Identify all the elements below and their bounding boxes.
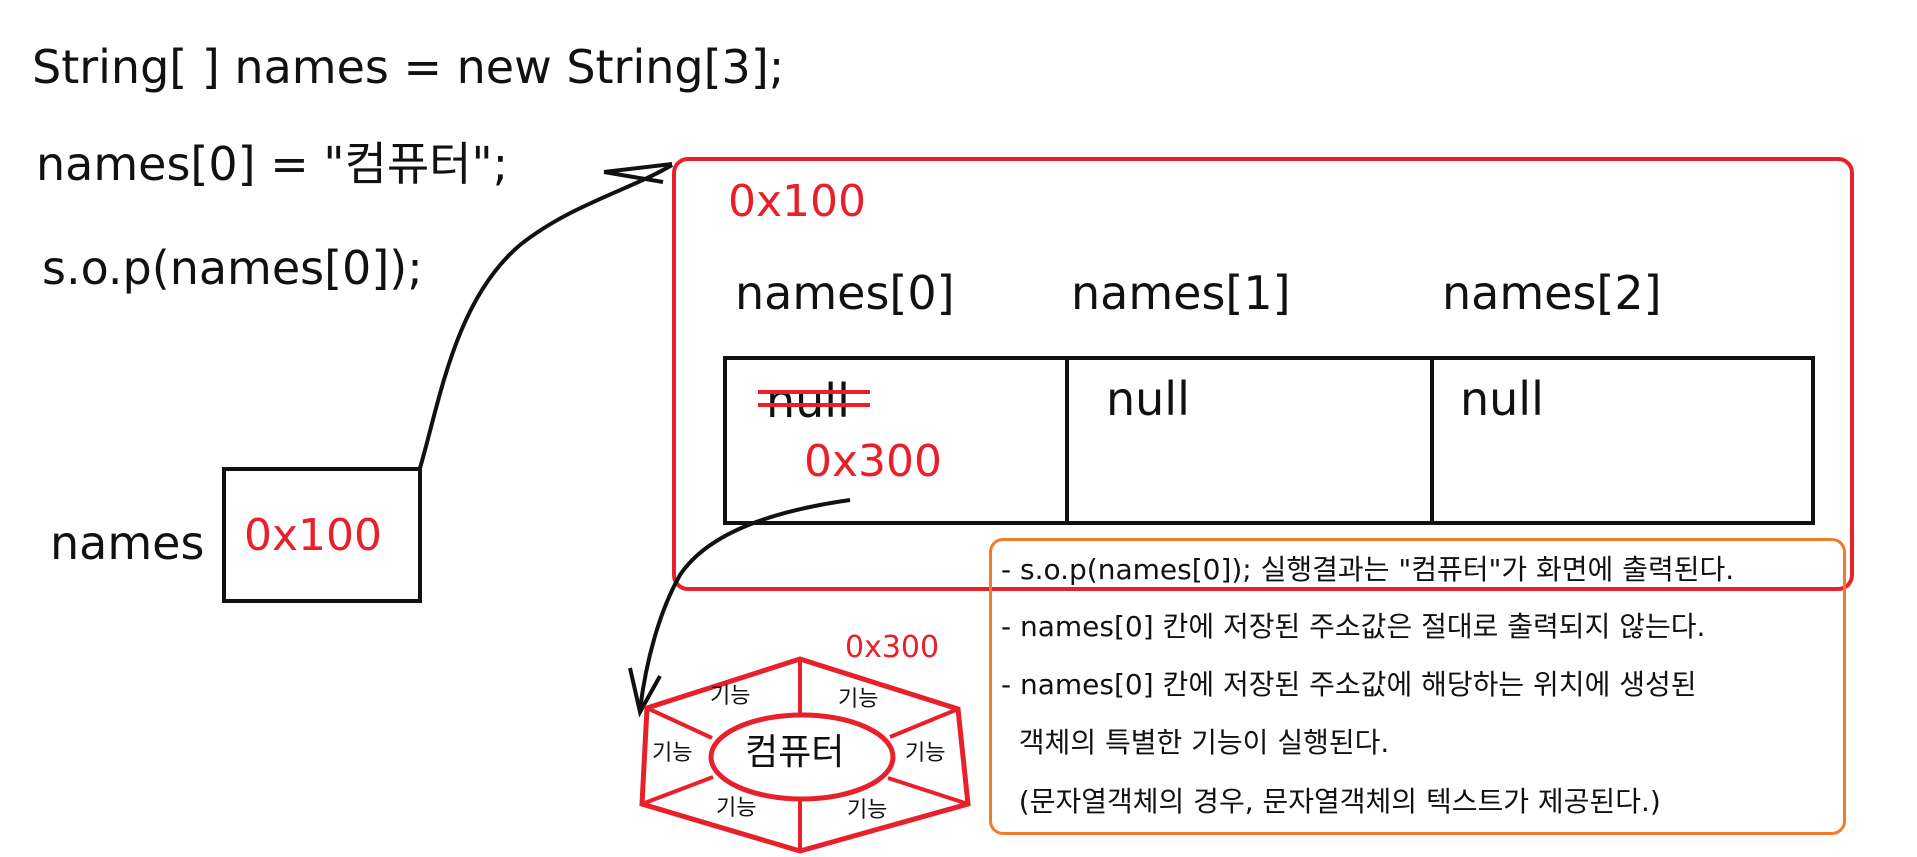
note-line-2: - names[0] 칸에 저장된 주소값은 절대로 출력되지 않는다. bbox=[1001, 610, 1706, 643]
array-header-1: names[1] bbox=[1071, 266, 1291, 320]
feature-label-top-right: 기능 bbox=[838, 687, 879, 712]
hexagon-divider-right bbox=[889, 707, 959, 739]
array-object-box bbox=[672, 157, 1854, 591]
variable-address: 0x100 bbox=[244, 510, 383, 561]
array-cell-0-old-value: null bbox=[766, 374, 850, 428]
reference-arrow-object-head bbox=[628, 667, 662, 718]
feature-label-bottom-left: 기능 bbox=[716, 796, 757, 821]
reference-arrow-object bbox=[638, 498, 851, 711]
code-line-print: s.o.p(names[0]); bbox=[42, 241, 423, 295]
code-line-assignment: names[0] = "컴퓨터"; bbox=[36, 137, 509, 191]
array-header-0: names[0] bbox=[735, 266, 955, 320]
feature-label-right: 기능 bbox=[905, 741, 946, 766]
note-line-3: - names[0] 칸에 저장된 주소값에 해당하는 위치에 생성된 bbox=[1001, 668, 1697, 701]
hexagon-divider-left bbox=[646, 706, 713, 740]
array-cell-1-value: null bbox=[1106, 372, 1190, 426]
array-cell-0-new-value: 0x300 bbox=[804, 436, 943, 487]
feature-label-left: 기능 bbox=[652, 741, 693, 766]
array-cell-2-value: null bbox=[1460, 372, 1544, 426]
note-line-1: - s.o.p(names[0]); 실행결과는 "컴퓨터"가 화면에 출력된다… bbox=[1001, 553, 1735, 586]
object-center-label: 컴퓨터 bbox=[745, 732, 845, 773]
variable-box bbox=[222, 467, 422, 603]
feature-label-bottom-right: 기능 bbox=[847, 798, 888, 823]
array-address: 0x100 bbox=[728, 176, 867, 227]
array-cell-1 bbox=[1065, 360, 1430, 521]
object-center-ellipse bbox=[708, 712, 896, 802]
code-line-declaration: String[ ] names = new String[3]; bbox=[32, 40, 785, 94]
variable-label: names bbox=[50, 516, 205, 570]
array-header-2: names[2] bbox=[1442, 266, 1662, 320]
note-line-5: (문자열객체의 경우, 문자열객체의 텍스트가 제공된다.) bbox=[1001, 785, 1661, 818]
array-cells bbox=[723, 356, 1815, 525]
array-cell-2 bbox=[1430, 360, 1811, 521]
reference-arrow-array-head bbox=[603, 162, 673, 184]
hexagon-divider-bottom-left bbox=[641, 775, 714, 806]
hexagon-divider-bottom-right bbox=[887, 776, 969, 806]
feature-label-top-left: 기능 bbox=[710, 684, 751, 709]
reference-arrow-array bbox=[418, 163, 674, 469]
explanation-box bbox=[989, 538, 1846, 835]
object-address: 0x300 bbox=[845, 630, 940, 665]
note-line-4: 객체의 특별한 기능이 실행된다. bbox=[1001, 726, 1390, 759]
